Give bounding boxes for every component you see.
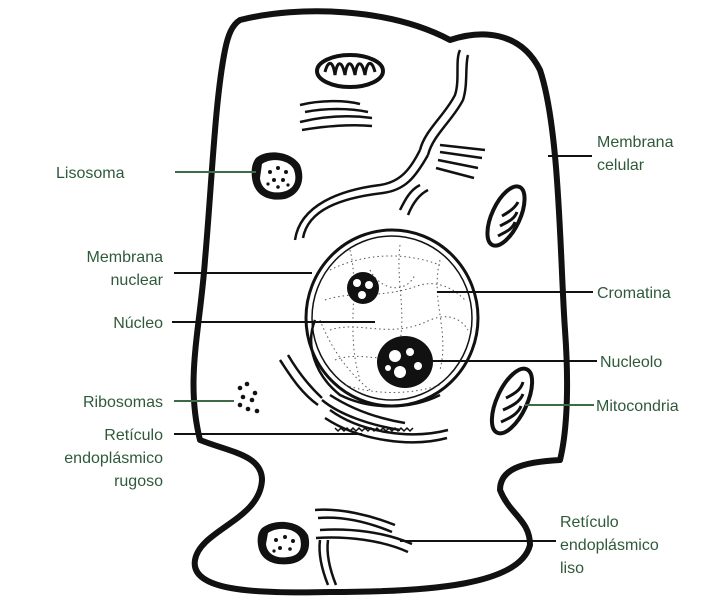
labels: Membrana celular Lisosoma Membrana nucle… <box>56 134 679 577</box>
label-reticulo-rugoso-line1: Retículo <box>104 427 163 444</box>
mitochondrion-top <box>317 55 383 87</box>
label-reticulo-liso-line2: endoplásmico <box>560 537 659 554</box>
label-membrana-nuclear-line2: nuclear <box>111 272 164 289</box>
label-membrana-celular-line2: celular <box>597 157 645 174</box>
chromatin-granule <box>347 272 379 304</box>
nucleus <box>306 230 478 406</box>
label-membrana-nuclear-line1: Membrana <box>87 249 164 266</box>
golgi-top <box>300 101 372 130</box>
label-reticulo-liso-line1: Retículo <box>560 514 619 531</box>
cell-membrane-outline <box>194 11 568 592</box>
label-ribosomas: Ribosomas <box>83 394 163 411</box>
label-nucleo: Núcleo <box>113 315 163 332</box>
label-nucleolo: Nucleolo <box>600 354 662 371</box>
label-mitocondria: Mitocondria <box>596 398 679 415</box>
label-reticulo-rugoso-line2: endoplásmico <box>64 450 163 467</box>
mitochondrion-right-lower <box>484 363 541 439</box>
label-cromatina: Cromatina <box>597 285 671 302</box>
label-membrana-celular-line1: Membrana <box>597 134 674 151</box>
smooth-er <box>315 510 412 585</box>
label-reticulo-liso-line3: liso <box>560 560 584 577</box>
lysosome-upper <box>252 152 303 199</box>
lysosome-lower <box>258 522 309 565</box>
ribosomes <box>238 382 260 414</box>
nucleolus <box>377 336 433 388</box>
mitochondrion-right-upper <box>480 181 532 251</box>
label-reticulo-rugoso-line3: rugoso <box>114 473 163 490</box>
label-lisosoma: Lisosoma <box>56 165 125 182</box>
